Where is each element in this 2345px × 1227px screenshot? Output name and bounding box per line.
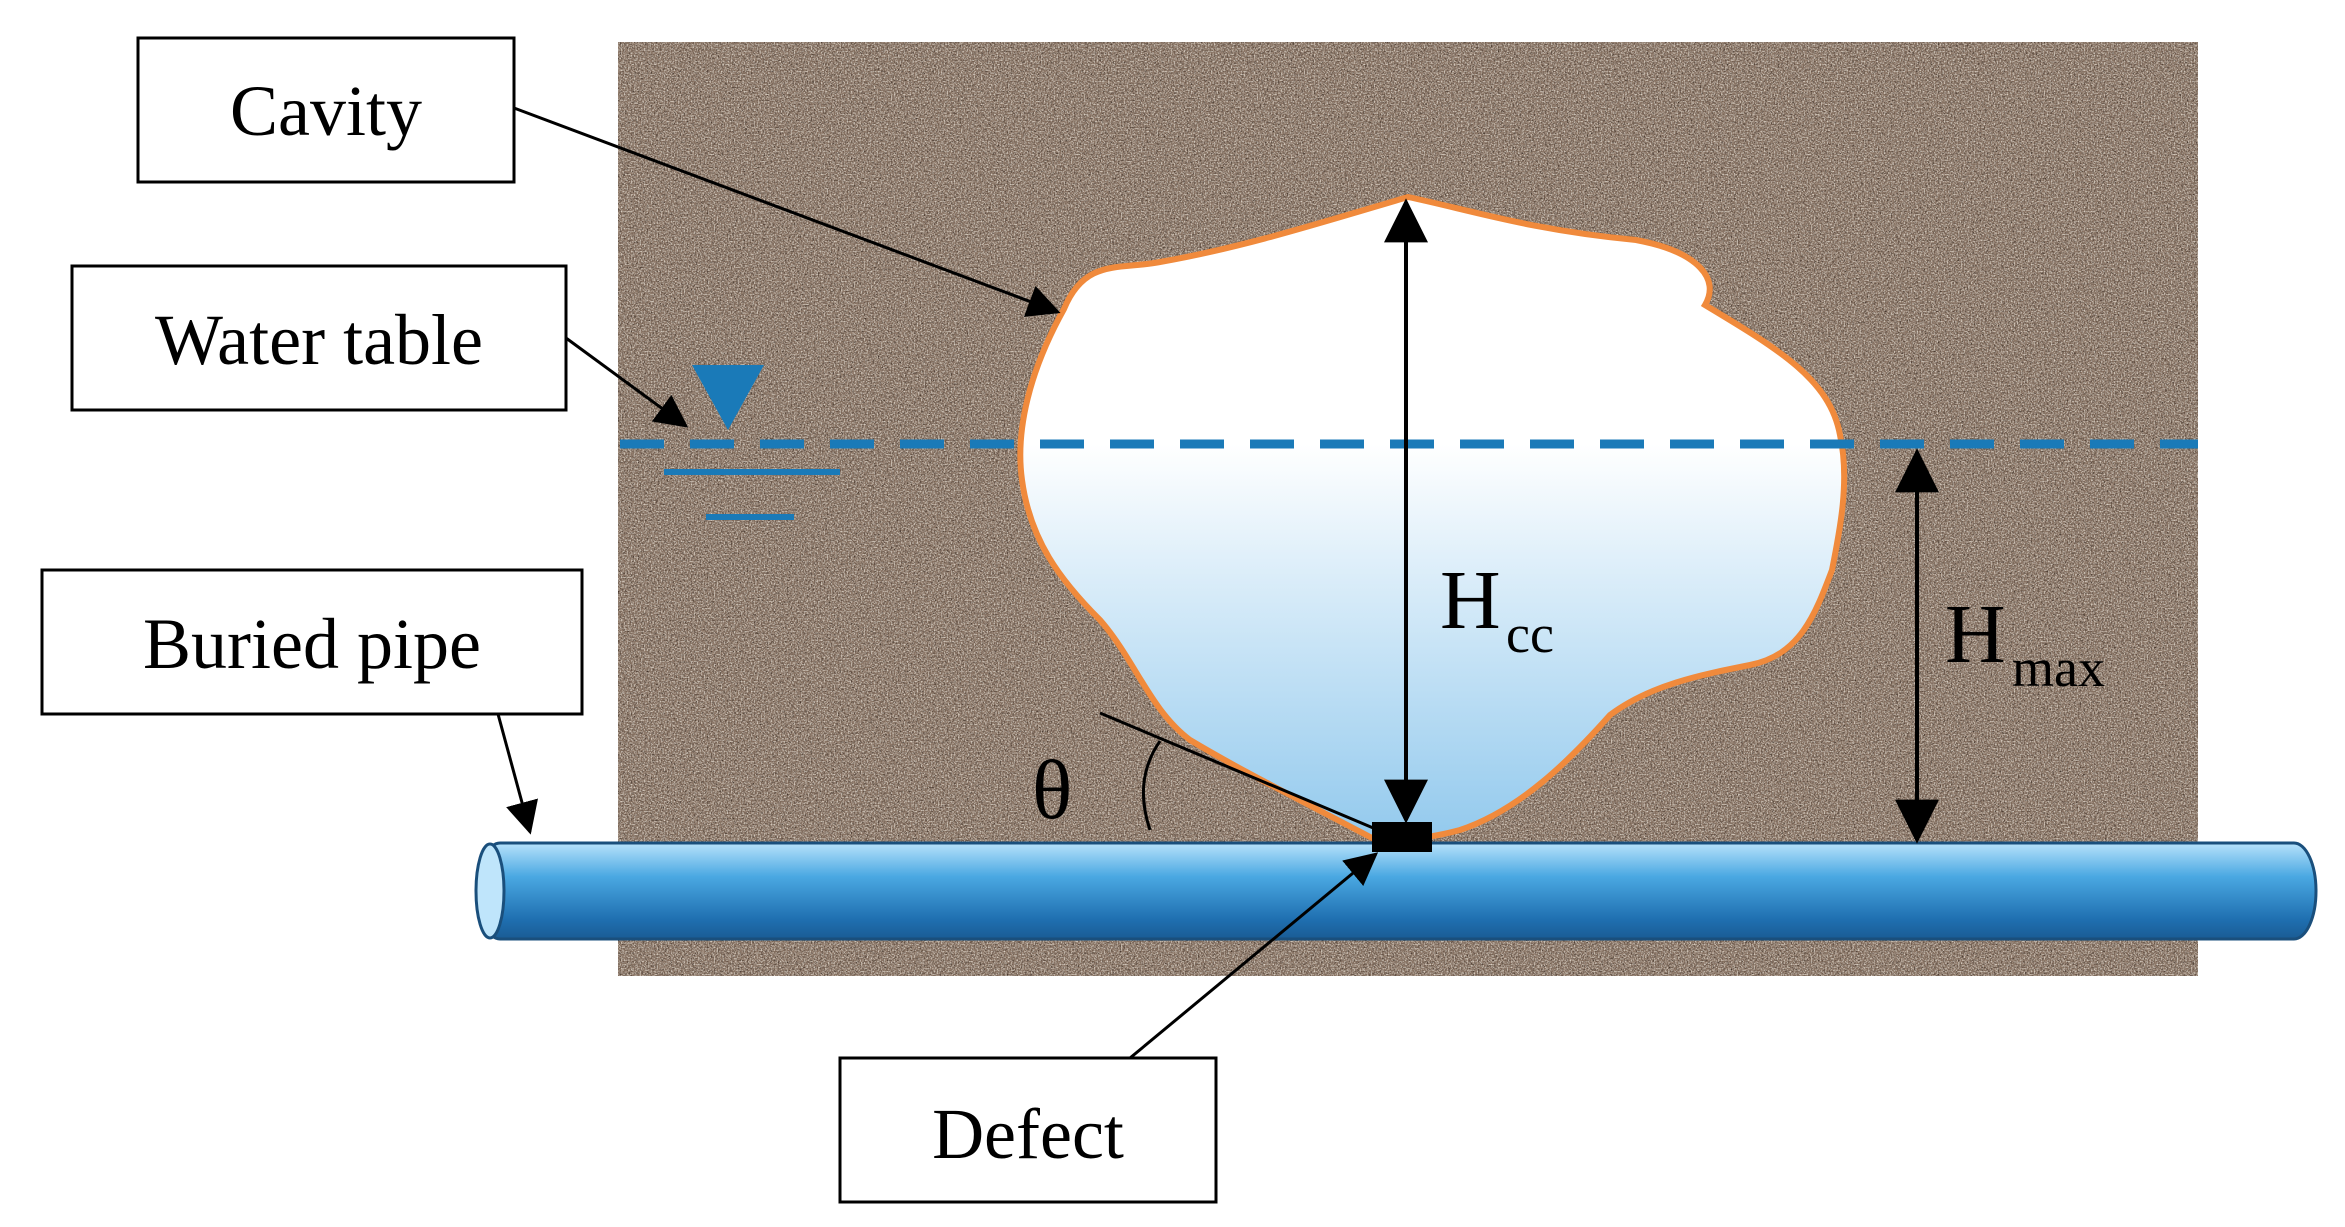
h-cc-subscript: cc: [1506, 604, 1554, 664]
defect-marker: [1372, 822, 1432, 852]
cavity-leader: [513, 106, 1061, 317]
h-max-symbol: H: [1945, 588, 2006, 681]
h-max-subscript: max: [2012, 638, 2105, 698]
buried-pipe: [474, 841, 2318, 941]
cavity-label-box: [136, 36, 516, 184]
buried-pipe-label-box: [40, 568, 584, 716]
water-table-label-box: [70, 264, 568, 412]
theta-symbol: θ: [1032, 744, 1072, 837]
buried-pipe-leader: [496, 713, 539, 835]
buried-pipe-label: Buried pipe: [143, 604, 481, 684]
defect-label: Defect: [932, 1094, 1124, 1174]
cavity-outline: [1017, 193, 1848, 843]
cavity-label: Cavity: [230, 71, 422, 151]
defect-leader: [1129, 852, 1379, 1060]
theta-line: [1099, 711, 1379, 832]
water-table-leader: [565, 336, 689, 428]
defect-label-box: [838, 1056, 1218, 1204]
theta-arc: [1141, 740, 1162, 831]
h-cc-symbol: H: [1440, 554, 1501, 647]
inverted-triangle-icon: [664, 365, 840, 520]
water-table-label: Water table: [155, 300, 483, 380]
